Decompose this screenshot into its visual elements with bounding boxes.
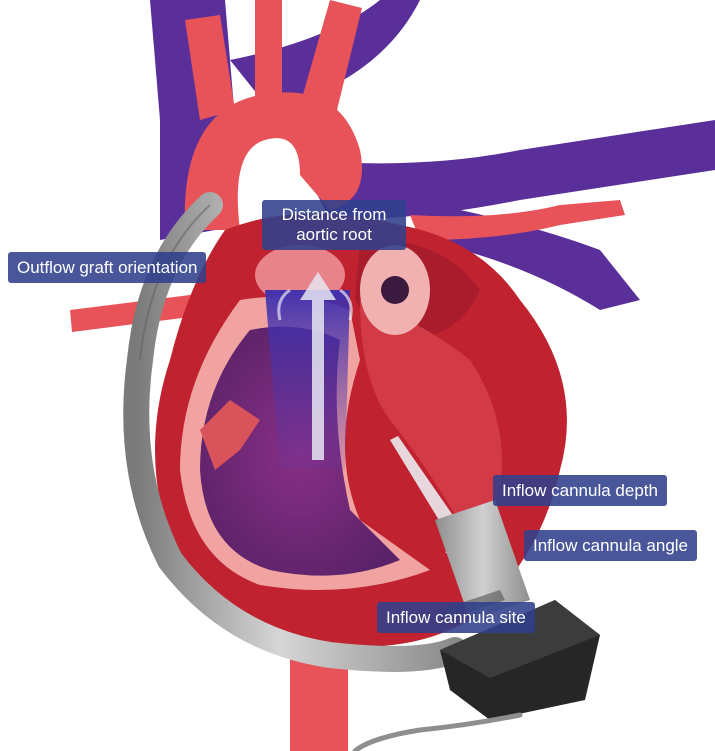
label-inflow-cannula-angle: Inflow cannula angle [524,530,697,561]
flow-column [265,290,350,470]
label-inflow-cannula-site: Inflow cannula site [377,602,535,633]
label-inflow-cannula-depth: Inflow cannula depth [493,475,667,506]
driveline [355,715,520,751]
label-distance-line1: Distance from [271,205,397,225]
label-distance-line2: aortic root [271,225,397,245]
left-carotid [255,0,282,100]
label-outflow-graft-orientation: Outflow graft orientation [8,252,206,283]
outflow-flow [265,272,351,470]
label-distance-from-aortic-root: Distance from aortic root [262,200,406,250]
